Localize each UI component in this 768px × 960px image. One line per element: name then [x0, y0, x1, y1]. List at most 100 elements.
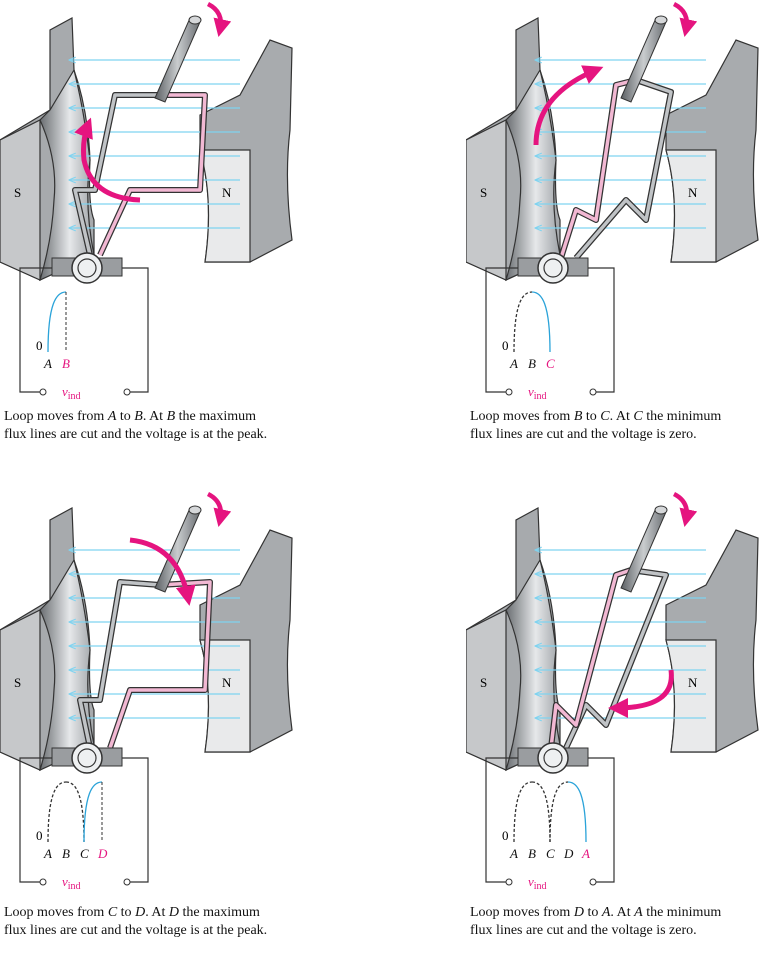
external-circuit — [485, 267, 615, 396]
terminal — [589, 878, 597, 886]
north-pole-label: N — [688, 675, 698, 690]
south-pole-magnet: S — [466, 17, 561, 282]
shaft-end — [654, 505, 668, 515]
caption-fragment: . At — [609, 409, 634, 424]
caption-fragment: Loop moves from — [4, 905, 108, 920]
caption-fragment: D — [573, 905, 584, 920]
terminal — [505, 878, 513, 886]
vind-subscript: ind — [534, 391, 547, 400]
terminal — [39, 878, 47, 886]
caption: Loop moves from A to B. At B the maximum… — [4, 408, 267, 444]
commutator — [517, 742, 589, 774]
loop-side-b — [559, 78, 637, 259]
caption-fragment: to — [117, 905, 136, 920]
north-pole-label: N — [222, 675, 232, 690]
caption-line-1: Loop moves from D to A. At A the minimum — [470, 904, 721, 922]
point-label: D — [563, 846, 574, 861]
wave-segment — [531, 291, 551, 353]
motion-arrow — [74, 117, 141, 203]
caption-fragment: C — [107, 905, 118, 920]
north-pole-magnet: N — [199, 529, 293, 753]
point-label: A — [509, 846, 518, 861]
point-label: B — [528, 356, 536, 371]
commutator — [517, 252, 589, 284]
terminal — [589, 388, 597, 396]
caption-fragment: D — [168, 905, 180, 920]
north-pole-magnet: N — [199, 39, 293, 263]
wave-segment — [513, 291, 533, 353]
caption-line-2: flux lines are cut and the voltage is ze… — [470, 427, 697, 442]
vind-subscript: ind — [534, 881, 547, 890]
caption: Loop moves from B to C. At C the minimum… — [470, 408, 721, 444]
wave-segment — [531, 781, 551, 843]
north-pole-magnet: N — [665, 529, 759, 753]
shaft-end — [188, 15, 202, 25]
point-label: A — [581, 846, 590, 861]
caption-fragment: B — [134, 409, 143, 424]
terminal — [123, 388, 131, 396]
wave-segment — [83, 781, 103, 843]
vind-label: vind — [528, 384, 547, 400]
loop-side-a — [574, 78, 673, 260]
vind-label: vind — [62, 874, 81, 890]
loop-side-a — [108, 580, 212, 749]
wave-segment — [567, 781, 587, 843]
point-label: A — [509, 356, 518, 371]
south-pole-label: S — [14, 185, 21, 200]
south-pole-label: S — [14, 675, 21, 690]
caption: Loop moves from C to D. At D the maximum… — [4, 904, 267, 940]
caption-fragment: the maximum — [179, 905, 260, 920]
point-label: B — [62, 356, 70, 371]
caption-fragment: A — [107, 409, 117, 424]
armature-loop — [72, 92, 208, 257]
vind-subscript: ind — [68, 391, 81, 400]
loop-side-b — [549, 568, 632, 749]
caption-line-1: Loop moves from B to C. At C the minimum — [470, 408, 721, 426]
loop-side-b — [78, 580, 161, 749]
zero-label: 0 — [502, 338, 509, 353]
north-pole-label: N — [222, 185, 232, 200]
wave-segment — [47, 781, 67, 843]
caption-fragment: Loop moves from — [470, 905, 574, 920]
point-label: C — [80, 846, 89, 861]
flux-lines — [70, 60, 240, 228]
terminal — [123, 878, 131, 886]
caption-fragment: C — [600, 409, 610, 424]
point-label: B — [62, 846, 70, 861]
caption-line-1: Loop moves from C to D. At D the maximum — [4, 904, 267, 922]
caption-fragment: Loop moves from — [4, 409, 108, 424]
caption-fragment: . At — [145, 905, 169, 920]
point-label: B — [528, 846, 536, 861]
armature-loop — [548, 567, 669, 750]
caption-fragment: to — [582, 409, 601, 424]
caption-fragment: D — [135, 905, 146, 920]
caption-fragment: to — [116, 409, 135, 424]
caption-line-2: flux lines are cut and the voltage is at… — [4, 427, 268, 442]
rotation-arrow — [206, 491, 232, 528]
caption-fragment: B — [573, 409, 583, 424]
caption-fragment: to — [583, 905, 602, 920]
caption-fragment: the maximum — [175, 409, 257, 424]
caption-line-2: flux lines are cut and the voltage is at… — [4, 923, 268, 938]
rotation-arrow — [206, 1, 232, 38]
vind-subscript: ind — [68, 881, 81, 890]
vind-label: vind — [62, 384, 81, 400]
commutator — [51, 252, 123, 284]
caption: Loop moves from D to A. At A the minimum… — [470, 904, 721, 940]
caption-fragment: C — [633, 409, 643, 424]
caption-line-1: Loop moves from A to B. At B the maximum — [4, 408, 267, 426]
point-label: C — [546, 356, 555, 371]
caption-fragment: the minimum — [642, 905, 722, 920]
motion-arrow — [129, 537, 196, 606]
caption-fragment: A — [601, 905, 611, 920]
zero-label: 0 — [36, 338, 43, 353]
south-pole-label: S — [480, 185, 487, 200]
